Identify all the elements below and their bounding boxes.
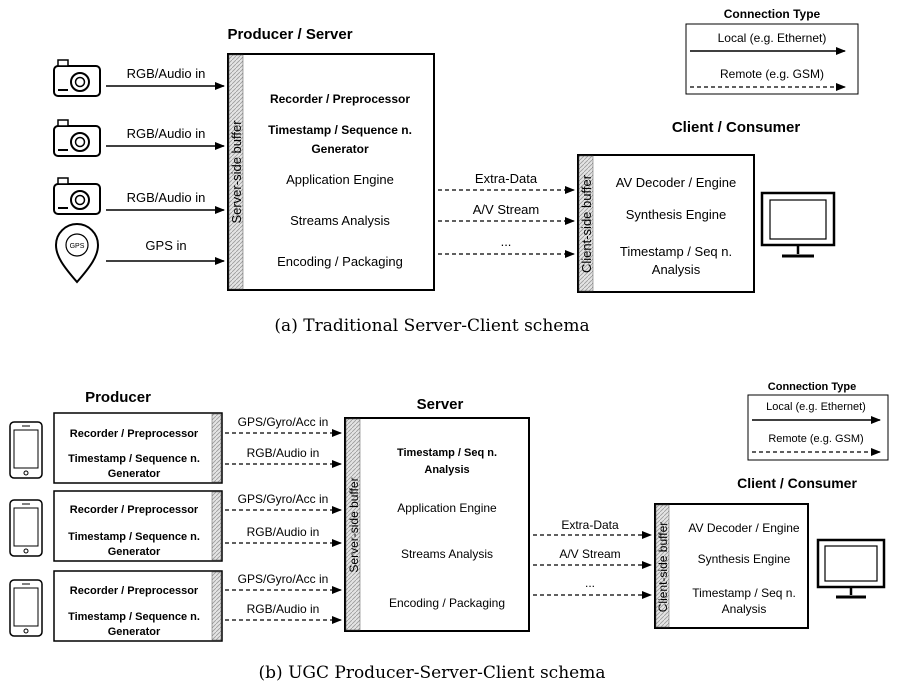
producer-1-out-1-label: GPS/Gyro/Acc in [238,415,329,429]
client-b-title: Client / Consumer [737,475,857,491]
producer-2-line-1: Recorder / Preprocessor [70,504,199,516]
client-a-line-2: Synthesis Engine [626,207,726,222]
input-label-4: GPS in [145,238,186,253]
camera-icon [53,59,101,97]
server-a-line-3: Generator [311,142,369,156]
link-a-label-1: Extra-Data [475,171,538,186]
legend-a-title: Connection Type [724,7,821,21]
legend-b-title: Connection Type [768,381,856,393]
link-b-label-2: A/V Stream [559,547,620,561]
server-b-line-2: Analysis [424,464,469,476]
legend-b: Connection Type Local (e.g. Ethernet) Re… [747,381,889,461]
producer-title: Producer [85,389,151,406]
producer-2-line-3: Generator [108,546,161,558]
producer-1-out-2-label: RGB/Audio in [247,446,320,460]
server-b-buffer-label: Server-side buffer [347,477,361,572]
server-a-line-5: Streams Analysis [290,213,390,228]
legend-b-box [747,394,889,461]
server-b-line-3: Application Engine [397,501,497,515]
producer-3-line-1: Recorder / Preprocessor [70,585,199,597]
link-b-label-1: Extra-Data [561,518,619,532]
producer-box-2: Recorder / Preprocessor Timestamp / Sequ… [53,490,223,562]
client-a-title: Client / Consumer [672,119,801,136]
server-b-title: Server [417,396,464,413]
gps-pin-label: GPS [70,243,85,250]
phone-icon [9,499,43,557]
producer-2-out-1-label: GPS/Gyro/Acc in [238,492,329,506]
producer-3-line-3: Generator [108,626,161,638]
client-b-buffer [655,504,670,628]
producer-2-line-2: Timestamp / Sequence n. [68,531,200,543]
producer-3-out-2-label: RGB/Audio in [247,602,320,616]
legend-a-local-label: Local (e.g. Ethernet) [718,31,827,45]
camera-icon [53,177,101,215]
client-a-buffer-label: Client-side buffer [579,174,594,273]
monitor-icon [816,538,886,599]
input-label-2: RGB/Audio in [127,126,206,141]
server-a-title: Producer / Server [227,26,352,43]
server-b-buffer [345,418,361,631]
caption-b: (b) UGC Producer-Server-Client schema [259,663,606,683]
diagram-b: Connection Type Local (e.g. Ethernet) Re… [9,381,889,683]
legend-b-remote-label: Remote (e.g. GSM) [768,433,863,445]
client-a-line-3: Timestamp / Seq n. [620,244,732,259]
producer-1-line-1: Recorder / Preprocessor [70,428,199,440]
server-b-line-5: Encoding / Packaging [389,596,505,610]
server-a-buffer [228,54,244,290]
monitor-icon [760,191,836,258]
camera-icon [53,119,101,157]
server-a-line-4: Application Engine [286,172,394,187]
legend-a-remote-label: Remote (e.g. GSM) [720,67,824,81]
client-b-line-2: Synthesis Engine [698,552,791,566]
client-b-line-3: Timestamp / Seq n. [692,586,796,600]
server-a-buffer-label: Server-side buffer [229,120,244,224]
client-a-line-4: Analysis [652,262,701,277]
client-b-box [654,503,809,629]
client-b-line-1: AV Decoder / Engine [688,521,800,535]
producer-2-out-2-label: RGB/Audio in [247,525,320,539]
producer-3-out-1-label: GPS/Gyro/Acc in [238,572,329,586]
producer-1-line-3: Generator [108,468,161,480]
diagram-a: Connection Type Local (e.g. Ethernet) Re… [53,7,859,336]
server-a-line-2: Timestamp / Sequence n. [268,123,412,137]
link-b-label-3: ... [585,576,595,590]
client-b-line-4: Analysis [722,602,767,616]
legend-a-box [685,23,859,95]
input-label-3: RGB/Audio in [127,190,206,205]
server-a-box [227,53,435,291]
legend-b-local-label: Local (e.g. Ethernet) [766,401,866,413]
server-a-line-6: Encoding / Packaging [277,254,403,269]
producer-1-line-2: Timestamp / Sequence n. [68,453,200,465]
client-a-box [577,154,755,293]
legend-a: Connection Type Local (e.g. Ethernet) Re… [685,7,859,95]
phone-icon [9,421,43,479]
producer-box-1: Recorder / Preprocessor Timestamp / Sequ… [53,412,223,484]
producer-3-line-2: Timestamp / Sequence n. [68,611,200,623]
input-label-1: RGB/Audio in [127,66,206,81]
link-a-label-3: ... [501,234,512,249]
client-a-buffer [578,155,594,292]
link-a-label-2: A/V Stream [473,202,539,217]
server-b-line-4: Streams Analysis [401,547,493,561]
server-b-line-1: Timestamp / Seq n. [397,447,497,459]
producer-box-3: Recorder / Preprocessor Timestamp / Sequ… [53,570,223,642]
gps-pin-icon: GPS [54,223,100,284]
client-a-line-1: AV Decoder / Engine [616,175,736,190]
caption-a: (a) Traditional Server-Client schema [274,316,589,336]
client-b-buffer-label: Client-side buffer [656,522,670,613]
server-b-box [344,417,530,632]
phone-icon [9,579,43,637]
server-a-line-1: Recorder / Preprocessor [270,92,410,106]
